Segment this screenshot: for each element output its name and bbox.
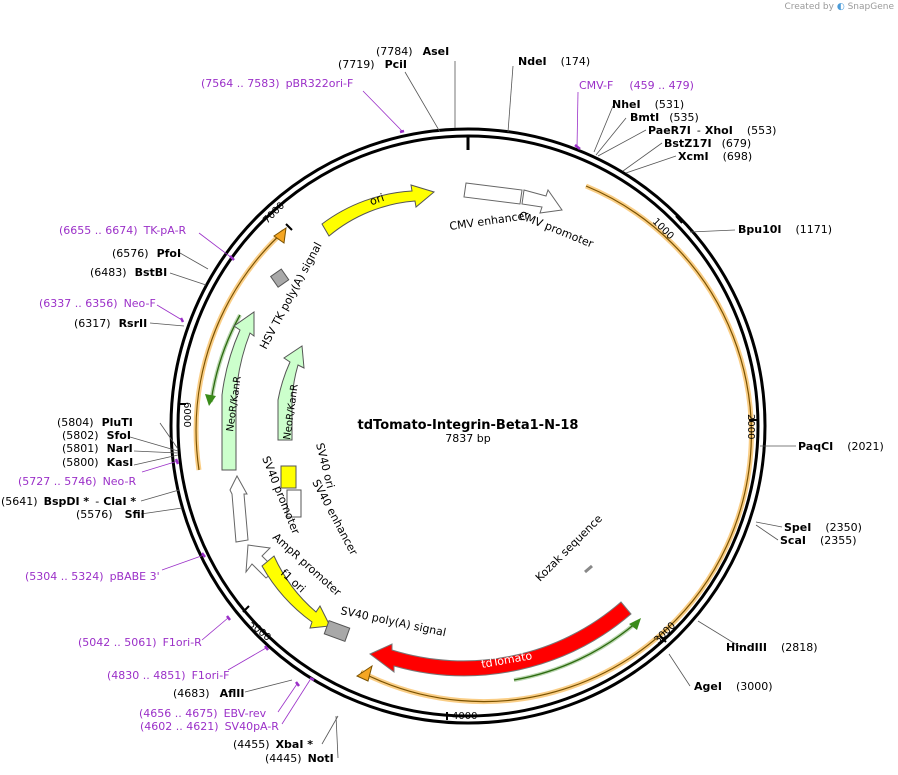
enzyme-label-bstbi[interactable]: (6483)BstBI	[90, 266, 167, 279]
enzyme-label-aflii[interactable]: (4683)AflII	[173, 687, 244, 700]
primer-leader-lines	[141, 90, 579, 725]
snapgene-logo-icon: ◐	[836, 2, 845, 12]
enzyme-label-rsrii[interactable]: (6317)RsrII	[74, 317, 147, 330]
feature-kozak-mark	[584, 564, 593, 574]
feature-tdtomato-arrow[interactable]	[369, 601, 632, 677]
feature-label-kozak: Kozak sequence	[533, 512, 605, 584]
enzyme-label-bstz17i[interactable]: BstZ17I(679)	[664, 137, 751, 150]
enzyme-label-kasi[interactable]: (5800)KasI	[62, 456, 133, 469]
enzyme-label-pcii[interactable]: (7719)PciI	[338, 58, 407, 71]
primer-label-ebv-rev[interactable]: (4656 .. 4675)EBV-rev	[139, 707, 267, 720]
feature-sv40-promoter-arrow[interactable]	[229, 474, 249, 543]
orange-orf-arrowhead-left	[273, 226, 287, 244]
green-orf-arrowhead-neo	[205, 394, 216, 406]
feature-neor-inner-arrow[interactable]	[277, 345, 305, 441]
enzyme-label-bspdi-clai[interactable]: (5641)BspDI *-ClaI *	[1, 495, 136, 508]
enzyme-label-paer7i-xhoi[interactable]: PaeR7I-XhoI(553)	[648, 124, 776, 137]
enzyme-label-bmti[interactable]: BmtI(535)	[630, 111, 699, 124]
primer-label-tk-pa-r[interactable]: (6655 .. 6674)TK-pA-R	[59, 224, 187, 237]
feature-cmv-promoter-arrow[interactable]	[521, 188, 563, 214]
feature-label-sv40-polya: SV40 poly(A) signal	[339, 604, 447, 639]
enzyme-label-paqci[interactable]: PaqCI(2021)	[798, 440, 884, 453]
enzyme-label-noti[interactable]: (4445)NotI	[265, 752, 334, 765]
feature-sv40-ori-block[interactable]	[280, 465, 297, 489]
primer-label-neo-r[interactable]: (5727 .. 5746)Neo-R	[18, 475, 136, 488]
primer-label-neo-f[interactable]: (6337 .. 6356)Neo-F	[39, 297, 156, 310]
enzyme-label-pfoi[interactable]: (6576)PfoI	[112, 247, 181, 260]
tick-label-5000: 5000	[246, 619, 273, 644]
enzyme-label-hindiii[interactable]: HindIII(2818)	[726, 641, 818, 654]
orange-orf-arrowhead-right	[355, 664, 373, 682]
enzyme-label-scai[interactable]: ScaI(2355)	[780, 534, 857, 547]
tick-label-2000: 2000	[745, 414, 756, 439]
enzyme-label-xcmi[interactable]: XcmI(698)	[678, 150, 752, 163]
enzyme-label-pluti[interactable]: (5804)PluTI	[57, 416, 133, 429]
app-name: SnapGene	[847, 2, 894, 12]
enzyme-label-sfii[interactable]: (5576)SfiI	[76, 508, 145, 521]
enzyme-label-asei[interactable]: (7784)AseI	[376, 45, 449, 58]
plasmid-length: 7837 bp	[445, 432, 490, 445]
backbone-outer-circle	[169, 127, 767, 725]
feature-label-sv40-enhancer: SV40 enhancer	[309, 477, 360, 557]
plasmid-name: tdTomato-Integrin-Beta1-N-18	[358, 418, 579, 433]
green-orf-arrowhead-tdtomato	[629, 618, 641, 630]
enzyme-label-agei[interactable]: AgeI(3000)	[694, 680, 773, 693]
primer-label-cmv-f[interactable]: CMV-F(459 .. 479)	[579, 79, 694, 92]
feature-hsv-tk-polya-block[interactable]	[269, 268, 290, 288]
enzyme-label-ndei[interactable]: NdeI(174)	[518, 55, 590, 68]
feature-cmv-enhancer-arrow[interactable]	[463, 182, 523, 205]
feature-sv40-enhancer-block[interactable]	[286, 489, 302, 518]
enzyme-label-bpu10i[interactable]: Bpu10I(1171)	[738, 223, 832, 236]
enzyme-label-xbai[interactable]: (4455)XbaI *	[233, 738, 313, 751]
created-by-branding: Created by ◐ SnapGene	[784, 2, 894, 12]
enzyme-label-nhei[interactable]: NheI(531)	[612, 98, 684, 111]
feature-ori-arrow[interactable]	[321, 184, 436, 237]
enzyme-label-spei[interactable]: SpeI(2350)	[784, 521, 862, 534]
primer-marks	[174, 129, 581, 687]
enzyme-label-nari[interactable]: (5801)NarI	[62, 442, 133, 455]
enzyme-label-sfoi[interactable]: (5802)SfoI	[62, 429, 131, 442]
primer-label-f1ori-r[interactable]: (5042 .. 5061)F1ori-R	[78, 636, 202, 649]
primer-label-pbabe3[interactable]: (5304 .. 5324)pBABE 3'	[25, 570, 160, 583]
orange-orf-arc-right-core	[360, 185, 752, 703]
primer-label-f1ori-f[interactable]: (4830 .. 4851)F1ori-F	[107, 669, 230, 682]
green-orf-arc-tdtomato-core	[513, 621, 638, 681]
orange-orf-arc-left-core	[195, 230, 285, 471]
feature-label-cmv-promoter: CMV promoter	[517, 209, 596, 251]
enzyme-leader-lines	[129, 61, 796, 759]
tick-label-4000: 4000	[452, 711, 477, 722]
feature-f1-ori-arrow[interactable]	[261, 555, 331, 629]
feature-label-ori: ori	[368, 191, 386, 208]
tick-label-6000: 6000	[181, 402, 192, 427]
enzyme-labels: (7784)AseI (7719)PciI NdeI(174) NheI(531…	[1, 45, 884, 765]
primer-label-sv40pa-r[interactable]: (4602 .. 4621)SV40pA-R	[140, 720, 279, 733]
feature-sv40-polya-block[interactable]	[323, 620, 351, 642]
primer-labels: (7564 .. 7583)pBR322ori-F CMV-F(459 .. 4…	[18, 77, 694, 733]
feature-neor-outer-arrow[interactable]	[221, 311, 255, 471]
created-by-text: Created by	[784, 2, 834, 12]
primer-label-pbr322ori-f[interactable]: (7564 .. 7583)pBR322ori-F	[201, 77, 353, 90]
feature-label-hsv-tk-polya: HSV TK poly(A) signal	[257, 240, 324, 351]
